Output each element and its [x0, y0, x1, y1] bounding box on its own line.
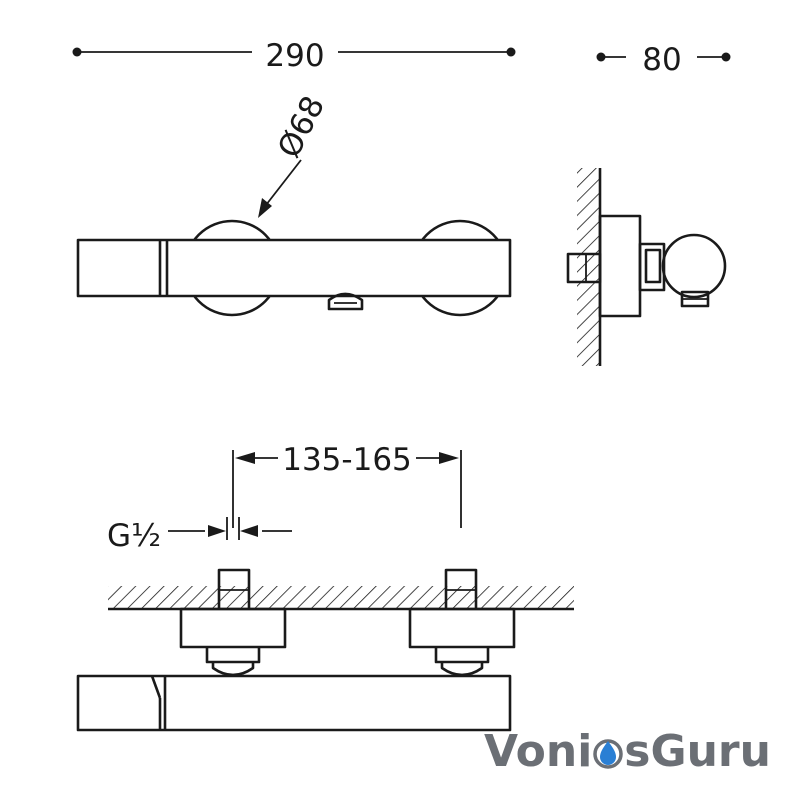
depth-label: 80 [642, 42, 681, 78]
top-view [76, 568, 574, 732]
water-drop-icon [592, 728, 624, 772]
diameter-label: Ø68 [271, 90, 332, 163]
overall-width-label: 290 [265, 38, 324, 74]
overall-width-dimension: 290 [72, 38, 516, 74]
front-view [76, 219, 512, 317]
depth-dimension: 80 [596, 42, 731, 78]
diameter-dimension: Ø68 [258, 90, 332, 218]
watermark-right-text: sGuru [624, 726, 771, 777]
thread-label: G½ [107, 518, 161, 554]
side-view [566, 168, 727, 366]
watermark-logo: Voni sGuru [484, 722, 784, 782]
inlet-spacing-dimension: 135-165 [232, 442, 462, 528]
watermark-left-text: Voni [484, 726, 593, 777]
inlet-spacing-label: 135-165 [282, 442, 412, 478]
thread-dimension: G½ [107, 517, 292, 554]
